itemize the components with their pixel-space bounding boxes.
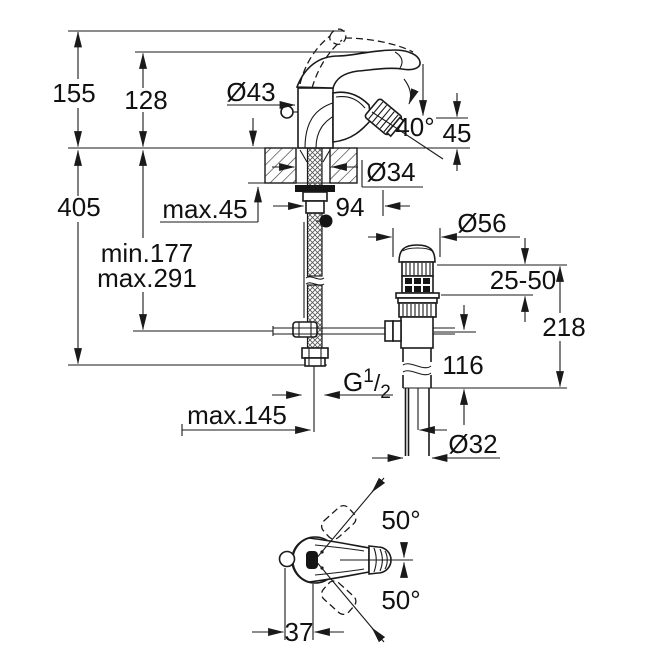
dim-drain-offset: 94 <box>336 192 365 222</box>
drain-tee <box>400 316 434 349</box>
dim-thread: G1/2 <box>343 366 391 403</box>
plan-view: 50° 50° 37 <box>252 477 421 647</box>
handle-lever <box>295 49 421 89</box>
plan-dimensions: 50° 50° 37 <box>252 477 421 647</box>
side-view: 155 405 128 min.177 max.291 max.45 Ø43 9… <box>52 28 586 462</box>
dim-hose-max: max.291 <box>97 263 197 293</box>
hose-fitting <box>301 347 329 359</box>
popup-knob-plan <box>278 550 296 568</box>
thread-numerator: 1 <box>363 366 374 387</box>
handle-raised-dashed <box>329 28 347 45</box>
popup-pull-knob <box>280 105 294 119</box>
dim-flange-diameter: Ø56 <box>457 208 506 238</box>
dim-aerator-height: 45 <box>443 118 472 148</box>
dim-spout-angle: 40° <box>395 112 434 142</box>
drain-assembly <box>384 244 440 456</box>
supply-hose <box>292 147 335 432</box>
dim-hole-diameter: Ø34 <box>366 157 415 187</box>
popup-knob-side <box>319 214 333 228</box>
dim-handle-offset: 37 <box>285 617 314 647</box>
dim-drain-depth: 218 <box>542 312 585 342</box>
dim-tailpipe-length: 116 <box>442 350 483 380</box>
tailpipe <box>404 388 430 456</box>
dim-mount-range: 25-50 <box>490 265 557 295</box>
thread-slash: / <box>374 370 381 396</box>
pipe-break-symbol <box>402 363 432 376</box>
handle-swing-upper-dashed <box>320 505 357 540</box>
handle-swing-lower-dashed <box>320 580 357 615</box>
dimensions: 155 405 128 min.177 max.291 max.45 Ø43 9… <box>52 31 586 462</box>
dim-body-diameter: Ø43 <box>226 77 275 107</box>
thread-denominator: 2 <box>380 382 391 403</box>
thread-prefix: G <box>343 367 363 397</box>
dim-hose-min: min.177 <box>101 238 194 268</box>
dim-hose-reach: max.145 <box>187 400 287 430</box>
dim-overall-height: 155 <box>52 78 95 108</box>
dim-swing-lower: 50° <box>381 585 420 615</box>
dim-tailpipe-diameter: Ø32 <box>448 429 497 459</box>
rod-clevis <box>292 321 318 338</box>
dim-swing-upper: 50° <box>381 505 420 535</box>
dim-deck-thickness: max.45 <box>162 194 247 224</box>
faucet-body <box>280 28 421 149</box>
dim-handle-height: 128 <box>124 85 167 115</box>
dim-total-depth: 405 <box>57 192 100 222</box>
